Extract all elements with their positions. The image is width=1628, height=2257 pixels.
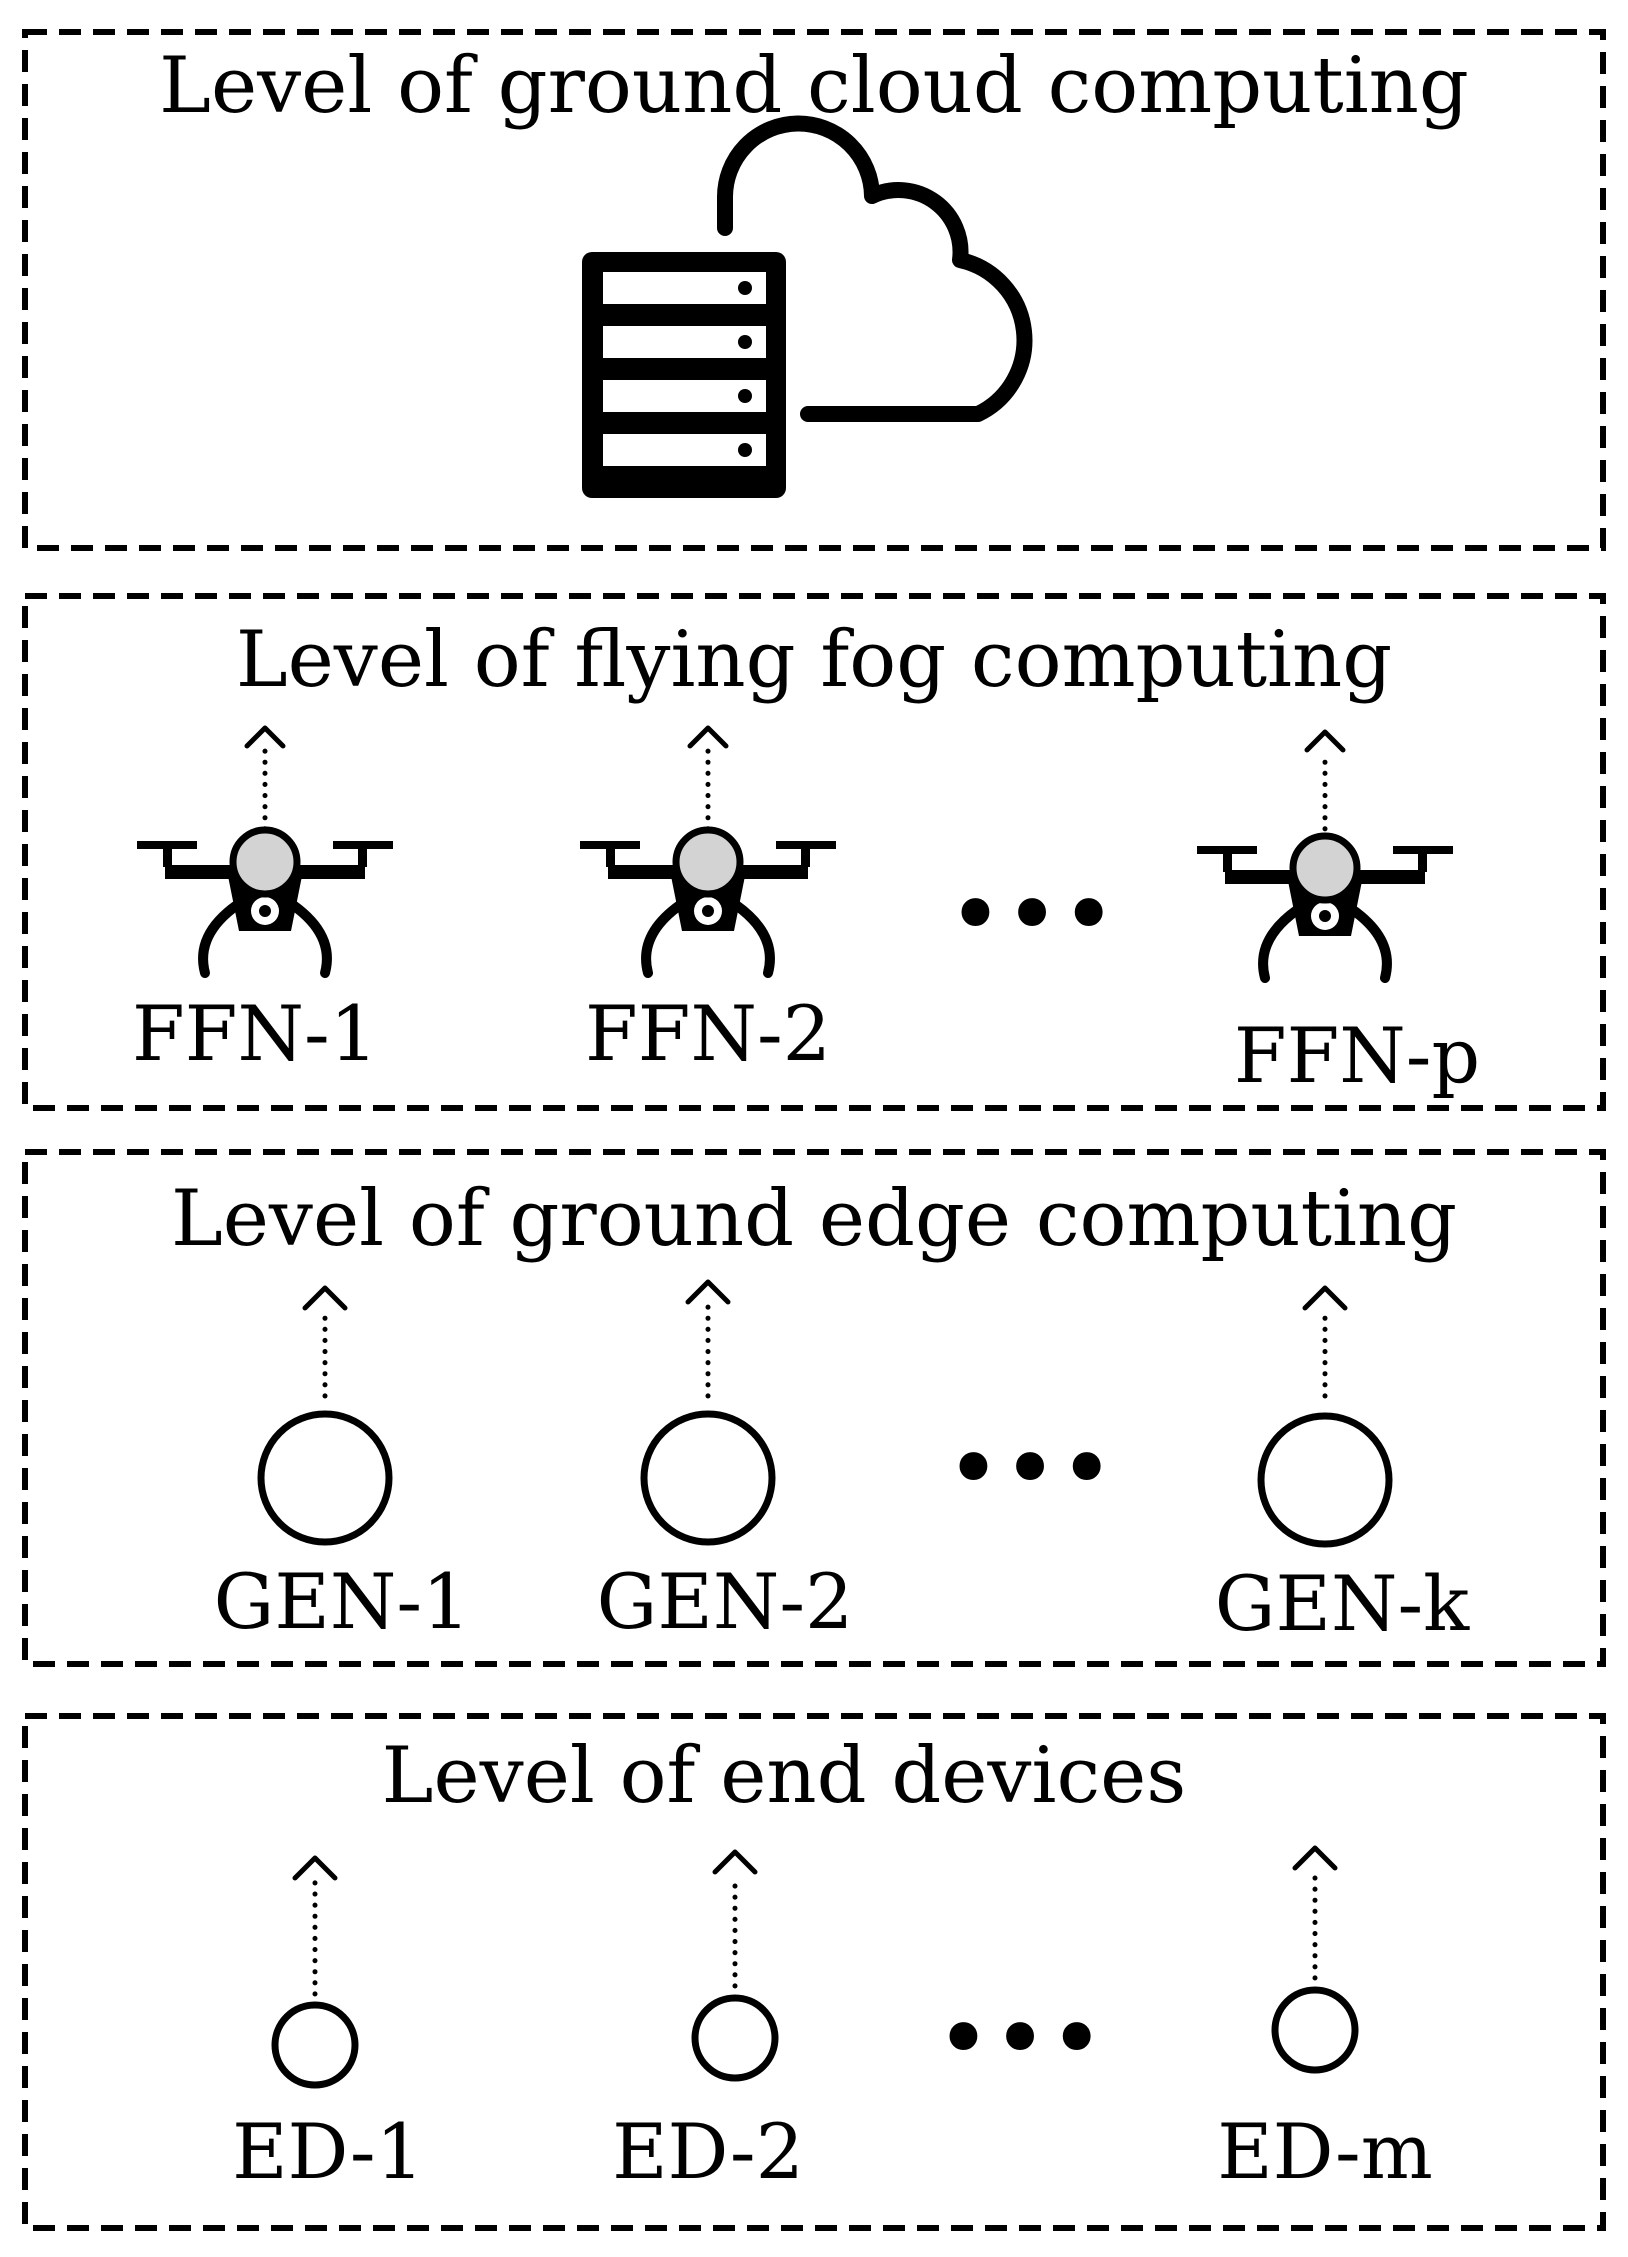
level-cloud: Level of ground cloud computing [22,29,1606,551]
devices-ellipsis: ••• [935,1983,1105,2095]
ed-label-2: ED-2 [612,2107,804,2196]
level-cloud-title: Level of ground cloud computing [159,41,1469,131]
ed-node-circle [271,2001,359,2089]
gen-node-circle [640,1410,776,1546]
uplink-arrow-head [244,725,286,749]
ffn-hub [1289,832,1361,904]
uplink-arrow-head [1304,729,1346,753]
ffn-label-1: FFN-1 [132,989,378,1078]
level-devices-frame [22,1713,1606,2231]
uplink-arrow-head [302,1285,348,1311]
gen-node-circle [1257,1412,1393,1548]
ed-node-2: ED-2 [612,1849,804,2196]
level-devices-title: Level of end devices [382,1731,1187,1821]
ffn-hub [672,826,744,898]
ed-node-circle [691,1994,779,2082]
fog-ellipsis: ••• [947,859,1117,971]
uplink-arrow-head [687,725,729,749]
gen-node-k: GEN-k [1215,1285,1470,1648]
level-edge: Level of ground edge computing GEN-1 GEN… [22,1149,1606,1667]
ffn-node-p: FFN-p [1197,729,1480,1100]
ffn-label-p: FFN-p [1234,1011,1480,1100]
uplink-arrow-head [712,1849,758,1875]
cloud-server-icon [582,115,1033,498]
gen-node-circle [257,1410,393,1546]
level-edge-frame [22,1149,1606,1667]
ed-node-1: ED-1 [232,1855,424,2196]
gen-label-2: GEN-2 [597,1557,854,1646]
uplink-arrow-head [1292,1845,1338,1871]
ed-node-m: ED-m [1217,1845,1433,2196]
level-devices: Level of end devices ED-1 ED-2 ••• ED-m [22,1713,1606,2231]
ed-label-m: ED-m [1217,2107,1433,2196]
edge-ellipsis: ••• [945,1413,1115,1525]
ed-node-circle [1271,1986,1359,2074]
ffn-label-2: FFN-2 [585,989,831,1078]
level-cloud-frame [22,29,1606,551]
level-fog-frame [22,593,1606,1111]
ffn-hub [229,826,301,898]
uplink-arrow-head [292,1855,338,1881]
gen-node-1: GEN-1 [214,1285,471,1646]
level-fog-title: Level of flying fog computing [236,615,1392,705]
level-edge-title: Level of ground edge computing [171,1174,1457,1264]
uplink-arrow-head [685,1279,731,1305]
gen-label-1: GEN-1 [214,1557,471,1646]
ffn-node-1: FFN-1 [132,725,393,1078]
ed-label-1: ED-1 [232,2107,424,2196]
gen-node-2: GEN-2 [597,1279,854,1646]
uplink-arrow-head [1302,1285,1348,1311]
ffn-node-2: FFN-2 [580,725,836,1078]
gen-label-k: GEN-k [1215,1559,1470,1648]
level-fog: Level of flying fog computing FFN-1 [22,593,1606,1111]
